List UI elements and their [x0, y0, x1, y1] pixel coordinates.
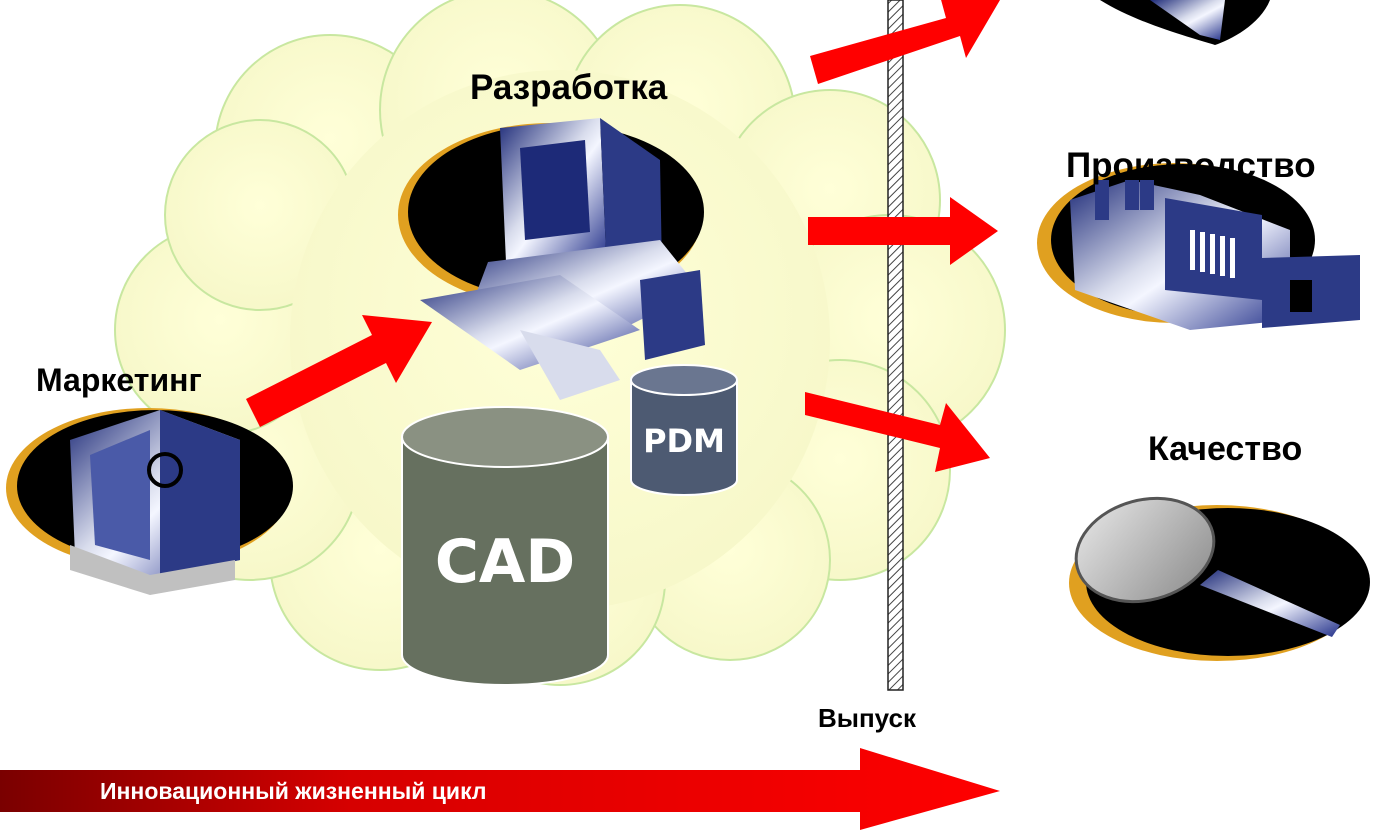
arrow-marketing-to-development — [246, 315, 432, 427]
release-wall — [887, 0, 904, 691]
cad-label: CAD — [435, 527, 575, 597]
production-label: Производство — [1066, 146, 1316, 185]
arrow-to-top — [810, 0, 1000, 84]
office-building-icon — [6, 408, 293, 595]
pdm-database: PDM — [630, 364, 738, 496]
quality-label: Качество — [1148, 430, 1303, 468]
development-label: Разработка — [470, 68, 668, 107]
magnifier-icon — [1069, 496, 1370, 661]
arrow-to-quality — [805, 392, 990, 472]
arrow-to-production — [808, 197, 998, 265]
cad-database: CAD — [401, 406, 609, 686]
factory-icon — [1037, 163, 1360, 330]
pdm-label: PDM — [643, 422, 725, 460]
marketing-label: Маркетинг — [36, 362, 202, 398]
release-label: Выпуск — [818, 703, 916, 733]
computer-icon — [398, 118, 705, 400]
lifecycle-arrow — [0, 748, 1000, 830]
top-partial-icon — [1100, 0, 1270, 45]
lifecycle-label: Инновационный жизненный цикл — [100, 778, 487, 804]
